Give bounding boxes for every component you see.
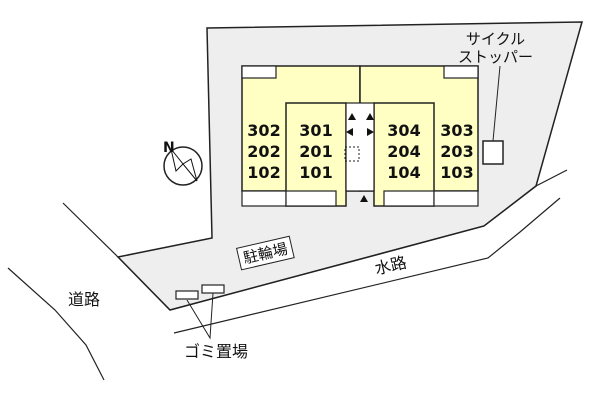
waterway-edge-lower bbox=[173, 197, 561, 334]
north-arrow-compass-icon bbox=[163, 146, 203, 186]
balcony-bottom bbox=[241, 190, 287, 207]
road-edge-line bbox=[62, 202, 171, 311]
leader-line bbox=[492, 65, 501, 142]
room-number: 204 bbox=[387, 142, 421, 161]
entrance-mark bbox=[344, 146, 360, 162]
triangle-arrow-icon bbox=[348, 113, 356, 120]
compass-letter: N bbox=[163, 140, 175, 156]
balcony bbox=[241, 65, 277, 79]
garbage-box bbox=[175, 290, 199, 300]
triangle-arrow-icon bbox=[367, 128, 374, 136]
room-number: 102 bbox=[247, 163, 281, 182]
cycle-stopper-box bbox=[482, 140, 504, 165]
room-number: 303 bbox=[440, 121, 474, 140]
room-number: 201 bbox=[299, 142, 333, 161]
road-edge-line-lower bbox=[7, 267, 105, 381]
waterway-edge-upper bbox=[169, 169, 568, 311]
room-number: 203 bbox=[440, 142, 474, 161]
leader-line bbox=[186, 292, 214, 340]
balcony-bottom bbox=[285, 190, 337, 207]
unit-column-3: 304 204 104 bbox=[382, 120, 426, 183]
room-number: 301 bbox=[299, 121, 333, 140]
cycle-stopper-label-line2: ストッパー bbox=[458, 48, 534, 66]
triangle-arrow-icon bbox=[366, 113, 374, 120]
room-number: 103 bbox=[440, 163, 474, 182]
cycle-stopper-label: サイクル ストッパー bbox=[458, 30, 533, 66]
room-number: 304 bbox=[387, 121, 421, 140]
balcony-bottom bbox=[433, 190, 479, 207]
garbage-box bbox=[201, 284, 225, 294]
road-label: 道路 bbox=[68, 290, 101, 309]
room-number: 202 bbox=[247, 142, 281, 161]
room-number: 101 bbox=[299, 163, 333, 182]
unit-column-4: 303 203 103 bbox=[435, 120, 479, 183]
garbage-area-label: ゴミ置場 bbox=[184, 342, 249, 361]
balcony bbox=[443, 65, 479, 79]
room-number: 302 bbox=[247, 121, 281, 140]
triangle-arrow-icon bbox=[360, 195, 368, 202]
unit-column-2: 301 201 101 bbox=[294, 120, 338, 183]
unit-block-3 bbox=[373, 102, 435, 207]
room-number: 104 bbox=[387, 163, 421, 182]
unit-column-1: 302 202 102 bbox=[242, 120, 286, 183]
cycle-stopper-label-line1: サイクル bbox=[465, 30, 526, 48]
balcony-bottom bbox=[383, 190, 435, 207]
triangle-arrow-icon bbox=[346, 128, 353, 136]
